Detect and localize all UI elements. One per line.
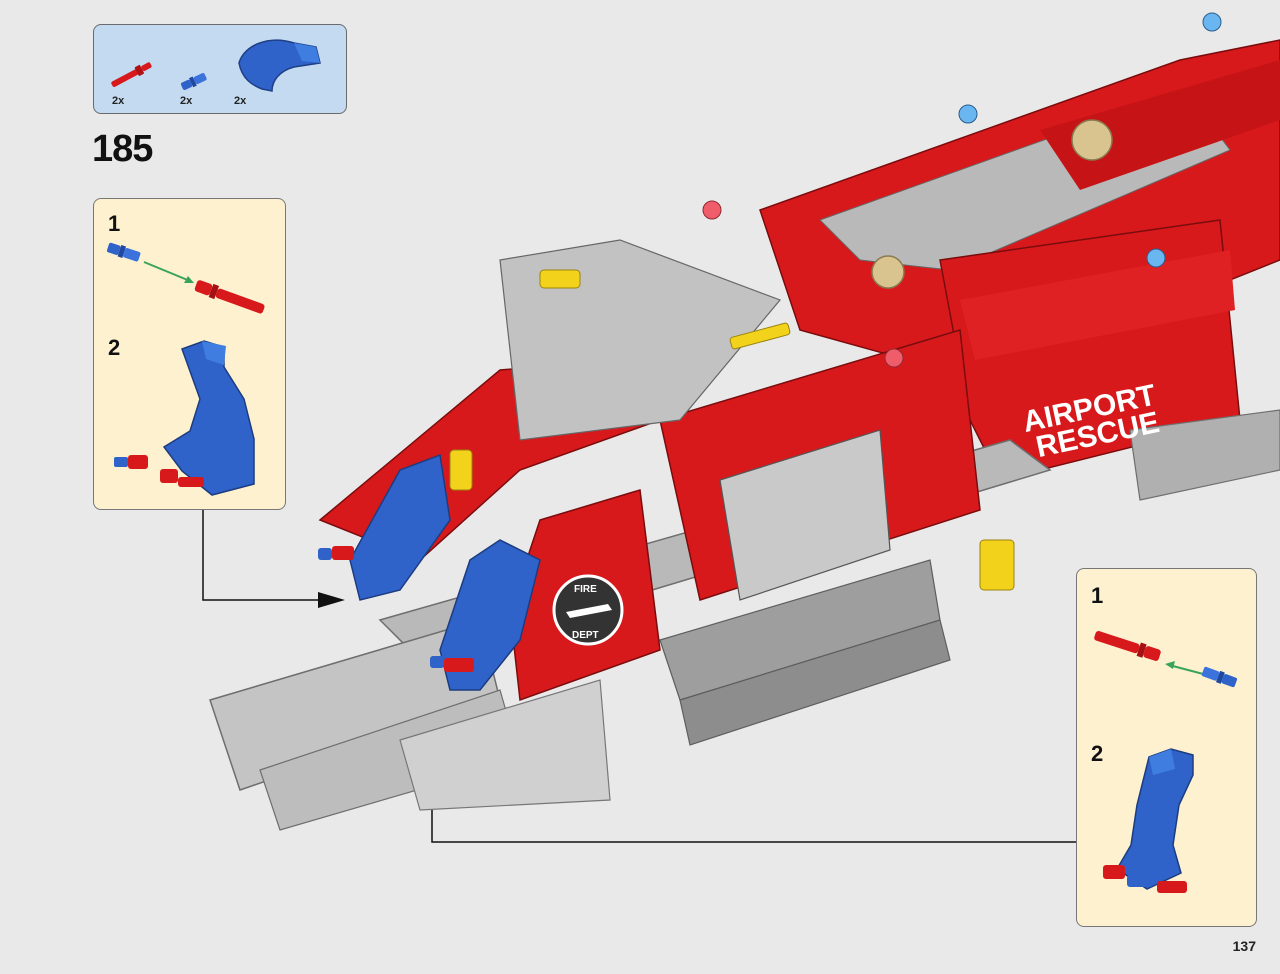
parts-list: 2x 2x 2x [93,24,347,114]
blue-pin-icon [106,242,141,262]
qty-seat-panel: 2x [234,95,247,107]
left-callout-graphics [106,242,265,496]
left-substep-1: 1 [108,211,121,236]
right-substep-1: 1 [1091,583,1104,608]
right-subassembly-callout: 1 2 [1076,568,1257,927]
right-substep-2: 2 [1091,741,1104,766]
blue-seat-panel-icon [238,39,321,92]
emblem-bottom-text: DEPT [572,630,599,641]
seat-assembly-icon [114,340,255,496]
step-number: 185 [92,128,153,170]
left-substep-2: 2 [108,335,121,360]
yellow-parts [449,269,1015,591]
assembly-arrow [143,261,191,282]
blue-connector-pin-icon [180,73,207,90]
red-axle-pin-icon [111,62,152,87]
qty-blue-pin: 2x [180,95,193,107]
tan-gear-icon-2 [871,255,905,289]
left-pointer-arrowhead [318,592,345,608]
parts-graphics [111,39,321,92]
red-pin-icon [194,280,265,314]
assembly-arrow [1168,664,1208,676]
right-callout-graphics [1094,631,1238,893]
red-pin-icon [1094,631,1161,661]
beacon-lights [702,12,1222,368]
page-number: 137 [1232,938,1256,954]
tan-gear-icon [1071,119,1113,161]
left-blue-seat [318,453,451,601]
qty-red-pin: 2x [112,95,125,107]
blue-pin-icon [1201,666,1238,688]
left-subassembly-callout: 1 2 [93,198,286,510]
left-pointer-line [202,510,330,601]
fire-dept-emblem: FIRE DEPT [552,574,624,646]
right-blue-seat [430,539,541,691]
emblem-top-text: FIRE [574,584,597,595]
seat-assembly-icon [1103,748,1194,893]
